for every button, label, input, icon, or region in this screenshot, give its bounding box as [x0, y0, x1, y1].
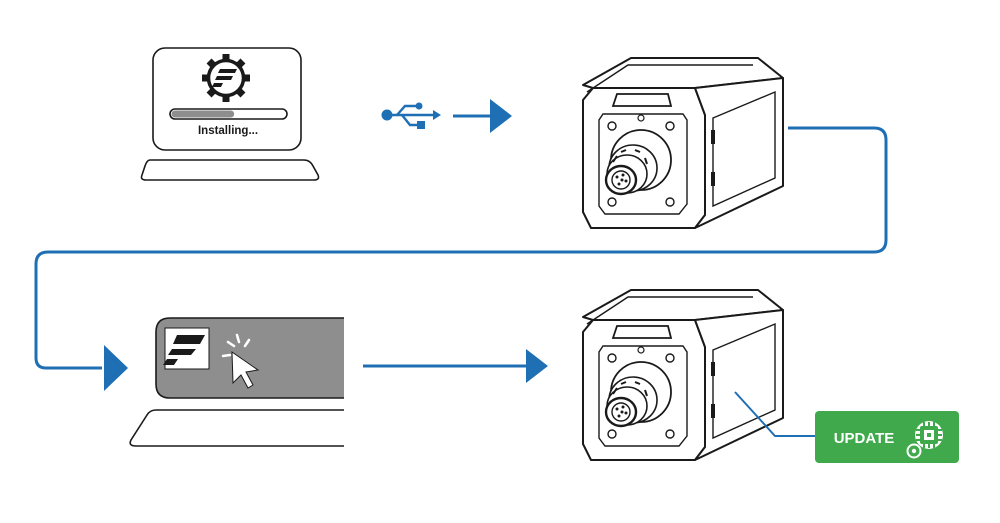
install-progress-bar — [169, 108, 288, 120]
cursor-click-icon — [221, 333, 260, 389]
update-callout-line — [734, 391, 815, 437]
laptop-base-bottom — [129, 409, 344, 447]
fanatec-logo-icon[interactable] — [163, 327, 210, 370]
laptop-base — [140, 159, 320, 181]
update-button[interactable]: UPDATE — [815, 411, 959, 463]
chip-icon — [906, 421, 943, 459]
install-progress-fill — [171, 110, 235, 118]
install-laptop: Installing... — [140, 47, 320, 181]
install-status-text: Installing... — [198, 125, 258, 137]
usb-to-device-arrow — [453, 99, 512, 133]
racing-device-bottom — [581, 288, 785, 462]
update-label: UPDATE — [834, 430, 895, 447]
racing-device-top — [581, 56, 785, 230]
usb-icon — [381, 102, 441, 129]
flow-arrowhead-left — [104, 345, 128, 391]
flow-connector-line — [34, 126, 888, 370]
app-to-device-arrow — [363, 349, 548, 383]
gear-logo-icon — [202, 54, 250, 102]
app-launch-screen — [129, 317, 344, 447]
